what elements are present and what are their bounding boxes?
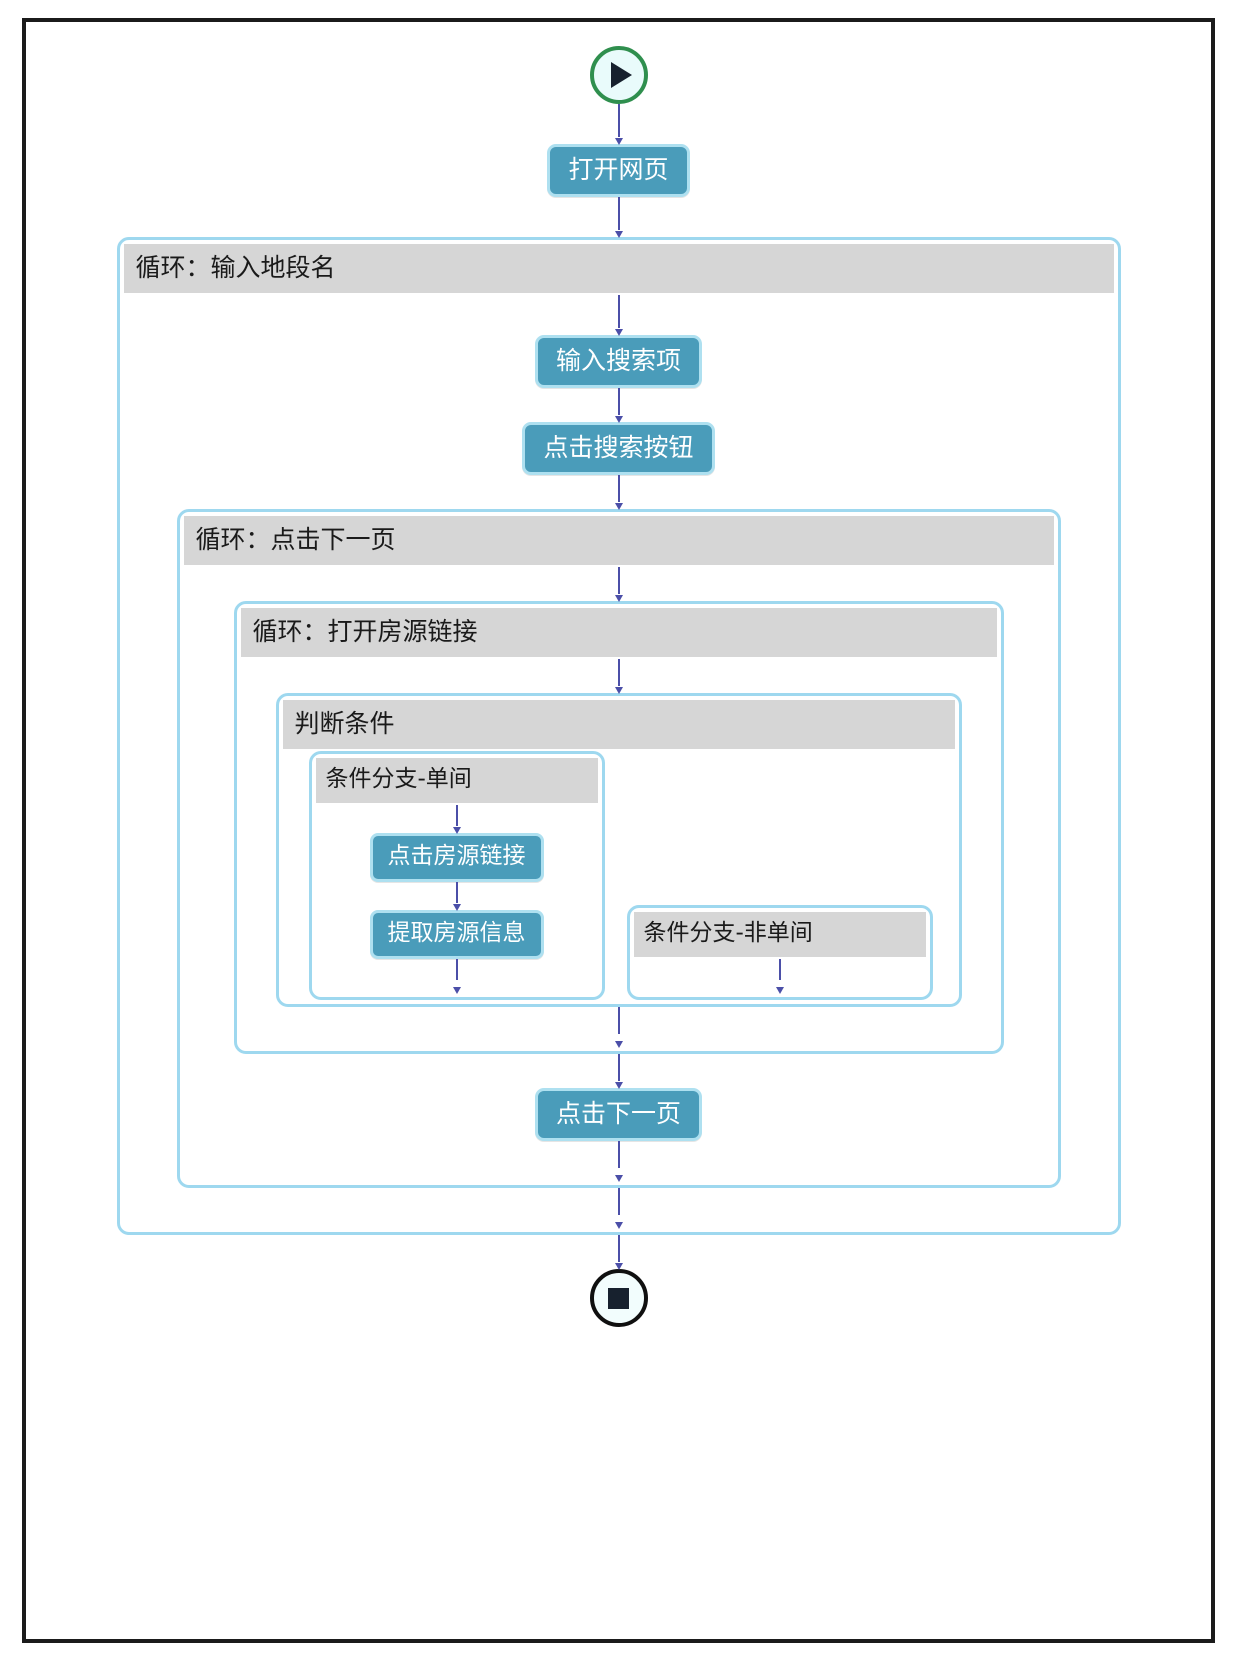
condition-container[interactable]: 判断条件 条件分支-单间 (275, 693, 962, 1007)
loop-next-page-header: 循环：点击下一页 (183, 516, 1054, 565)
loop-open-listing-header: 循环：打开房源链接 (240, 608, 997, 657)
step-open-webpage[interactable]: 打开网页 (547, 144, 690, 197)
flow-arrow (612, 104, 626, 145)
flow-arrow (612, 1188, 626, 1229)
flow-arrow (612, 1054, 626, 1089)
branch-non-single-header: 条件分支-非单间 (633, 912, 926, 957)
play-triangle-icon (610, 62, 632, 88)
branch-single-header: 条件分支-单间 (315, 758, 598, 803)
diagram-frame: 打开网页 循环：输入地段名 输入搜索项 点击搜索按钮 (22, 18, 1215, 1643)
flow-arrow (612, 659, 626, 694)
step-click-search-button[interactable]: 点击搜索按钮 (522, 422, 715, 475)
stop-square-icon (608, 1287, 629, 1309)
loop-next-page-container[interactable]: 循环：点击下一页 循环：打开房源链接 (176, 509, 1061, 1188)
flow-arrow (450, 805, 464, 834)
flow-arrow (450, 882, 464, 911)
step-extract-listing-info[interactable]: 提取房源信息 (369, 910, 544, 959)
condition-header: 判断条件 (282, 700, 955, 749)
loop-open-listing-container[interactable]: 循环：打开房源链接 判断条件 (233, 601, 1004, 1054)
flow-arrow (612, 1141, 626, 1182)
flow-arrow (612, 567, 626, 602)
flow-arrow (612, 475, 626, 510)
step-click-next-page[interactable]: 点击下一页 (534, 1088, 702, 1141)
loop-district-container[interactable]: 循环：输入地段名 输入搜索项 点击搜索按钮 循环：点 (116, 237, 1121, 1235)
flow-arrow (612, 197, 626, 238)
branch-non-single-container[interactable]: 条件分支-非单间 (626, 905, 933, 1000)
end-node[interactable] (589, 1269, 648, 1327)
flow-arrow (612, 1235, 626, 1270)
flow-arrow (612, 295, 626, 336)
loop-district-header: 循环：输入地段名 (123, 244, 1114, 293)
flow-arrow (773, 959, 787, 994)
flow-arrow (612, 1007, 626, 1048)
step-click-listing-link[interactable]: 点击房源链接 (369, 833, 544, 882)
flow-arrow (612, 388, 626, 423)
start-node[interactable] (589, 46, 648, 104)
step-input-search-term[interactable]: 输入搜索项 (534, 335, 702, 388)
flow-arrow (450, 959, 464, 994)
branch-single-container[interactable]: 条件分支-单间 点击房源链接 (308, 751, 605, 1000)
